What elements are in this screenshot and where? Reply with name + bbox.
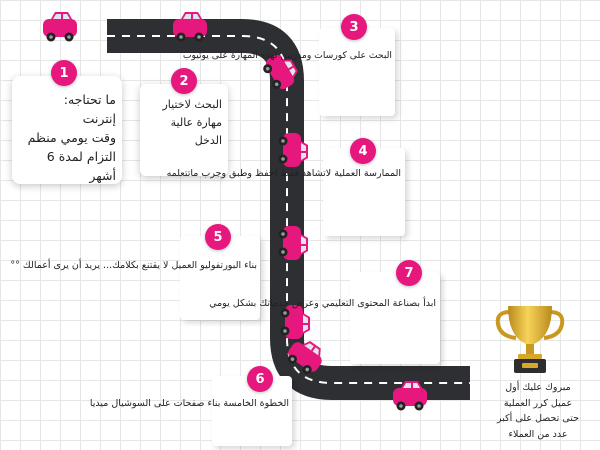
step-text-4: الممارسة العملية لاتشاهد فقط احفظ وطبق و… — [166, 168, 401, 179]
step-number-5: 5 — [205, 224, 231, 250]
step-text-7: ابدأ بصناعة المحتوى التعليمي وعرض خدماتك… — [209, 298, 436, 309]
step-text-6: الخطوة الخامسة بناء صفحات على السوشيال م… — [89, 398, 289, 409]
step-text-3: البحث على كورسات ومدربين لهذه المهارة عل… — [182, 50, 392, 61]
trophy-icon — [495, 306, 565, 373]
step-card-1: ما تحتاجه: إنترنت وقت يومي منظم التزام ل… — [12, 76, 122, 184]
final-message: مبروك عليك أول عميل كرر العملية حتى تحصل… — [497, 382, 579, 440]
road-lane-markings — [107, 35, 470, 384]
step-text-1: ما تحتاجه: إنترنت وقت يومي منظم التزام ل… — [27, 92, 116, 183]
car-icon — [43, 12, 77, 42]
step-card-3: البحث على كورسات ومدربين لهذه المهارة عل… — [182, 28, 395, 116]
step-card-2: البحث لاختيار مهارة عالية الدخل — [140, 84, 228, 176]
step-text-2: البحث لاختيار مهارة عالية الدخل — [162, 98, 222, 147]
step-number-4: 4 — [350, 138, 376, 164]
step-number-7: 7 — [396, 260, 422, 286]
step-number-3: 3 — [341, 14, 367, 40]
step-number-6: 6 — [247, 366, 273, 392]
step-card-5: بناء البورتفوليو العميل لا يقتنع بكلامك.… — [10, 236, 260, 320]
step-number-1: 1 — [51, 60, 77, 86]
step-text-5: بناء البورتفوليو العميل لا يقتنع بكلامك.… — [10, 260, 257, 271]
step-number-2: 2 — [171, 68, 197, 94]
step-card-7: ابدأ بصناعة المحتوى التعليمي وعرض خدماتك… — [209, 272, 440, 364]
